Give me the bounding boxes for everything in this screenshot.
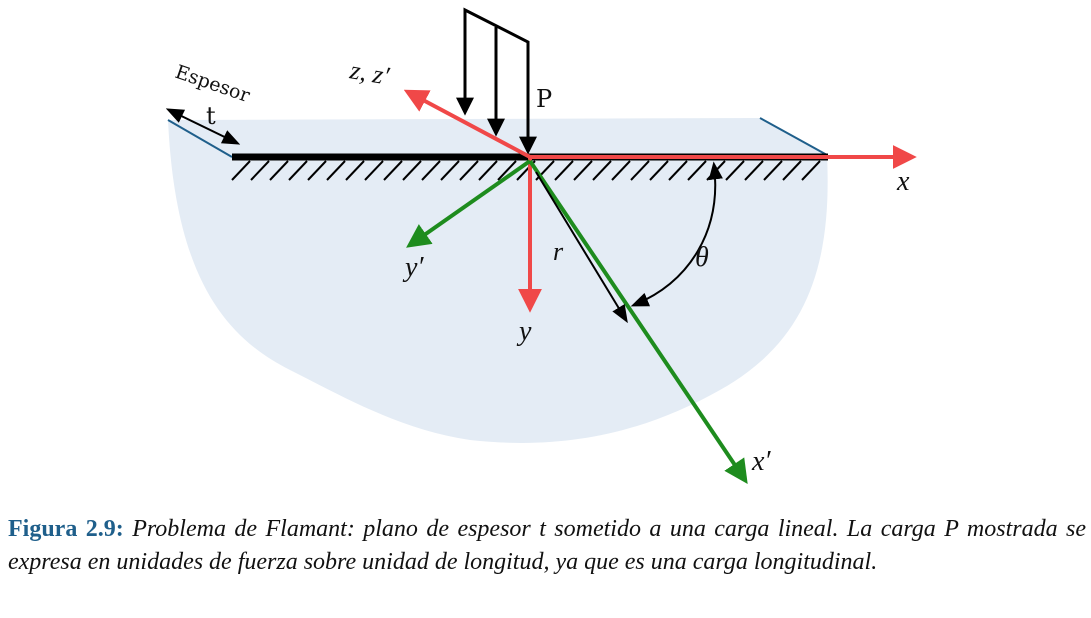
z-axis-label: z, z′	[347, 55, 392, 91]
hatch-mark	[307, 160, 327, 181]
thickness-label: Espesor	[172, 61, 253, 107]
hatch-mark	[269, 160, 289, 181]
hatch-mark	[440, 160, 460, 181]
caption-text: Problema de Flamant: plano de espesor t …	[8, 516, 1087, 575]
y-prime-axis	[406, 159, 532, 248]
radius-label: r	[553, 237, 564, 266]
angle-arc	[630, 161, 723, 307]
hatch-mark	[459, 160, 479, 181]
hatch-mark	[326, 160, 346, 181]
x-axis-label: x	[896, 166, 910, 197]
hatch-mark	[725, 160, 745, 181]
hatch-mark	[288, 160, 308, 181]
hatch-mark	[231, 160, 251, 181]
half-plane-domain	[168, 118, 828, 443]
hatch-mark	[592, 160, 612, 181]
x-prime-axis-label: x′	[751, 446, 771, 477]
z-axis	[403, 89, 531, 159]
right-edge-line	[759, 117, 828, 156]
thickness-symbol-label: t	[206, 102, 216, 130]
x-prime-axis	[528, 159, 748, 484]
flamant-diagram: Espesor t P z, z′ x y y′ x′ r θ	[165, 7, 917, 484]
distributed-load	[456, 7, 537, 155]
hatch-mark	[611, 160, 631, 181]
hatch-mark	[744, 160, 764, 181]
hatch-mark	[497, 160, 517, 181]
hatch-mark	[345, 160, 365, 181]
hatch-mark	[402, 160, 422, 181]
y-prime-axis-label: y′	[402, 252, 424, 283]
hatch-mark	[364, 160, 384, 181]
angle-label: θ	[695, 242, 709, 273]
radius-arrow	[535, 171, 628, 324]
hatch-mark	[801, 160, 821, 181]
thickness-arrow	[165, 108, 241, 145]
hatch-mark	[383, 160, 403, 181]
hatch-mark	[573, 160, 593, 181]
caption-label: Figura 2.9:	[8, 516, 124, 542]
load-label: P	[536, 85, 552, 113]
hatch-mark	[250, 160, 270, 181]
hatch-mark	[782, 160, 802, 181]
figure-caption: Figura 2.9: Problema de Flamant: plano d…	[8, 513, 1086, 579]
hatch-mark	[478, 160, 498, 181]
hatch-mark	[763, 160, 783, 181]
y-axis-label: y	[516, 316, 532, 347]
hatch-mark	[554, 160, 574, 181]
hatch-mark	[421, 160, 441, 181]
